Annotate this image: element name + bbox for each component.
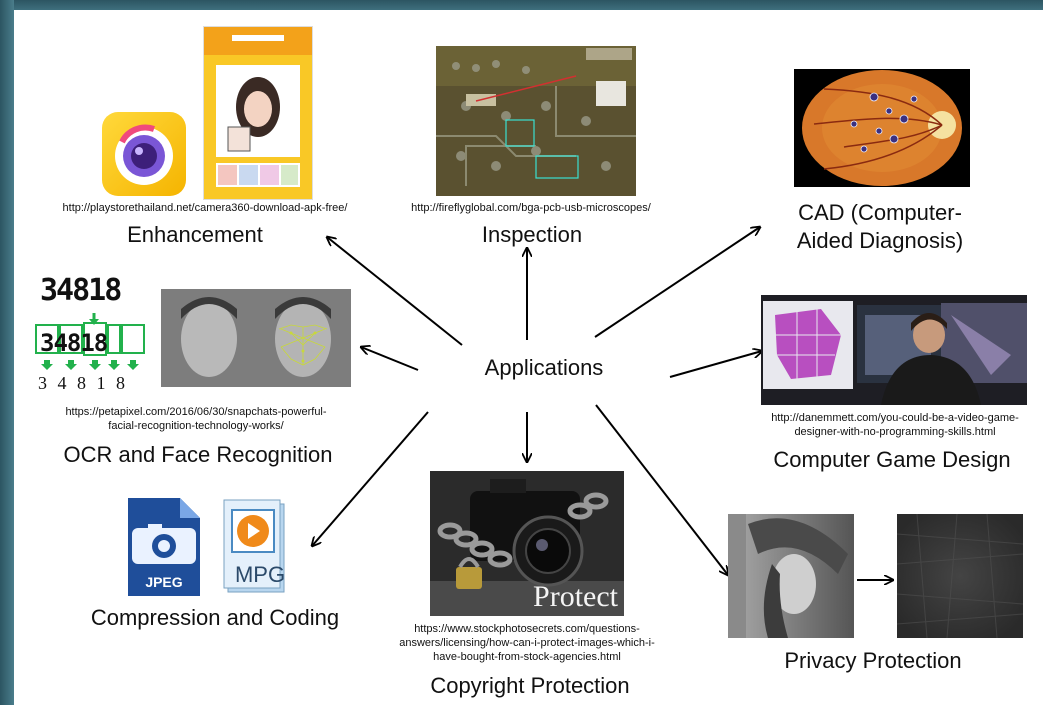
game-designer-image xyxy=(761,295,1027,405)
jpeg-file-icon: JPEG xyxy=(124,496,204,600)
arrow-to-game xyxy=(669,351,762,378)
arrow-to-ocr xyxy=(361,347,419,371)
arrow-to-privacy xyxy=(595,404,728,575)
game-url: http://danemmett.com/you-could-be-a-vide… xyxy=(771,412,1019,438)
privacy-label: Privacy Protection xyxy=(784,648,962,673)
recognized-digits: 3 4 8 1 8 xyxy=(38,373,128,393)
mpg-file-icon: MPG xyxy=(222,496,298,596)
lena-encrypted-image xyxy=(897,514,1023,638)
slide-frame-left xyxy=(0,0,14,705)
mpg-icon-label: MPG xyxy=(234,562,286,587)
jpeg-icon-label: JPEG xyxy=(145,574,183,590)
enhancement-label: Enhancement xyxy=(127,222,263,247)
slide-frame-top xyxy=(0,0,1043,10)
arrow-to-compression xyxy=(312,411,429,546)
lena-original-image xyxy=(728,514,854,638)
face-recognition-image xyxy=(161,289,351,387)
cad-label: CAD (Computer- Aided Diagnosis) xyxy=(796,200,964,253)
boxed-digits: 34818 xyxy=(40,329,108,357)
locked-camera-image: Protect xyxy=(430,471,624,616)
ocr-url: https://petapixel.com/2016/06/30/snapcha… xyxy=(65,406,327,432)
camera360-app-icon xyxy=(102,112,186,196)
ocr-label: OCR and Face Recognition xyxy=(63,442,333,467)
protect-watermark: Protect xyxy=(533,580,618,613)
copyright-url: https://www.stockphotosecrets.com/questi… xyxy=(399,623,655,663)
copyright-label: Copyright Protection xyxy=(430,673,630,698)
phone-app-screenshot xyxy=(203,26,313,200)
arrow-to-enhancement xyxy=(327,237,463,346)
enhancement-url: http://playstorethailand.net/camera360-d… xyxy=(62,202,348,214)
game-label: Computer Game Design xyxy=(773,447,1011,472)
inspection-url: http://fireflyglobal.com/bga-pcb-usb-mic… xyxy=(411,202,651,214)
arrow-to-cad xyxy=(594,227,760,338)
mnist-digits-image: 34818 34818 3 4 8 1 8 xyxy=(34,273,154,397)
center-node: Applications xyxy=(484,355,604,380)
handwritten-digits: 34818 xyxy=(40,273,122,308)
inspection-label: Inspection xyxy=(481,222,583,247)
compression-label: Compression and Coding xyxy=(90,605,340,630)
pcb-microscope-image xyxy=(436,46,636,196)
retina-fundus-image xyxy=(794,69,970,187)
